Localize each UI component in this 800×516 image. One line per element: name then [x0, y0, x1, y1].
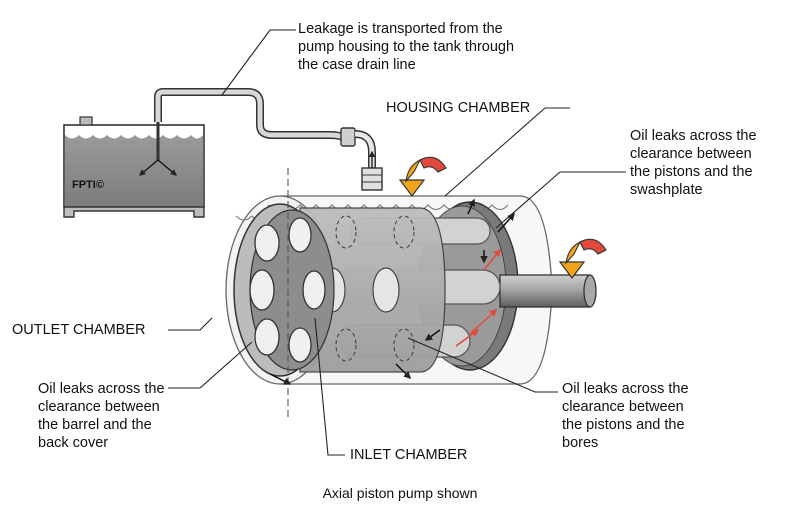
- drive-shaft: [499, 274, 597, 308]
- leakage-arrows: [269, 198, 515, 385]
- tank-watermark: FPTI©: [72, 179, 104, 191]
- rotation-arrow-shaft: [558, 238, 607, 279]
- reservoir-tank: [63, 116, 205, 218]
- label-bores-leak: Oil leaks across the clearance between t…: [562, 381, 689, 451]
- label-outlet-chamber: OUTLET CHAMBER: [12, 322, 146, 338]
- label-housing-chamber: HOUSING CHAMBER: [386, 100, 531, 116]
- label-barrel-leak: Oil leaks across the clearance between t…: [38, 381, 165, 451]
- case-drain-line: [154, 88, 383, 191]
- leader-lines: [168, 29, 626, 456]
- label-leakage: Leakage is transported from the pump hou…: [298, 21, 515, 73]
- back-cover: [233, 168, 335, 418]
- rotation-arrow-housing: [398, 156, 447, 197]
- caption: Axial piston pump shown: [322, 485, 478, 501]
- label-inlet-chamber: INLET CHAMBER: [350, 447, 468, 463]
- label-swashplate-leak: Oil leaks across the clearance between t…: [630, 128, 757, 198]
